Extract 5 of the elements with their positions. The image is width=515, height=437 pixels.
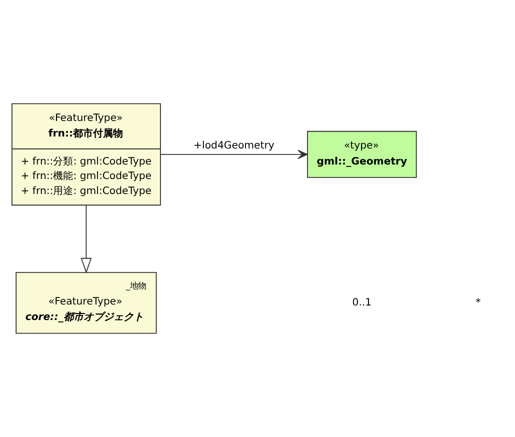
- edge-label: +lod4Geometry: [194, 140, 274, 152]
- arrow: [80, 204, 92, 274]
- arrow: [160, 150, 308, 160]
- label: 0..1: [352, 297, 372, 308]
- label: *: [476, 297, 481, 308]
